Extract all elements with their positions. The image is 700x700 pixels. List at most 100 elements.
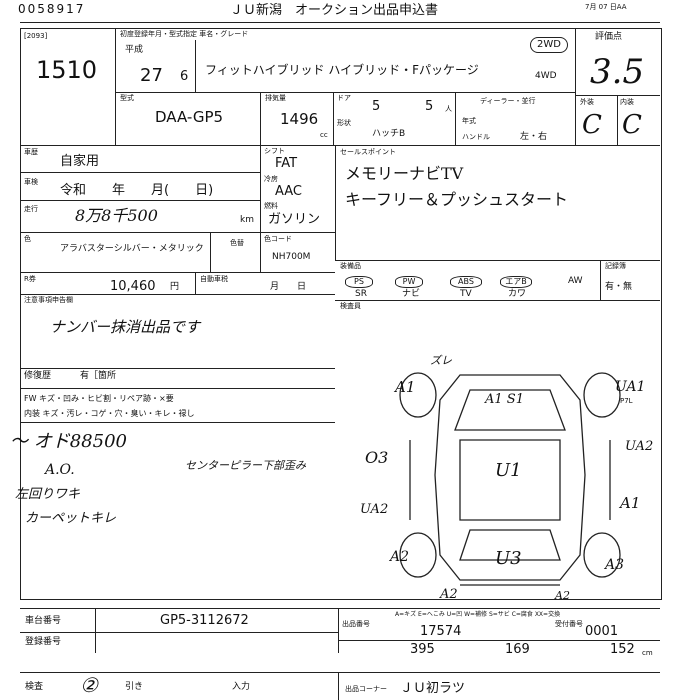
- eq-tv: TV: [460, 289, 472, 299]
- model-label: 型式: [120, 94, 134, 102]
- entry-code: [2093]: [24, 32, 48, 40]
- dim-width: 169: [505, 642, 530, 657]
- dmg-a3: A3: [605, 557, 625, 573]
- handle-label: ハンドル: [462, 133, 490, 141]
- dmg-a1-left: A1: [395, 378, 416, 396]
- ac-value: AAC: [275, 184, 302, 199]
- shift-label: シフト: [264, 147, 285, 155]
- damage-legend: A=キズ E=へこみ U=凹 W=補修 S=サビ C=腐食 XX=交換: [395, 611, 561, 618]
- eq-ps: PS: [345, 276, 373, 288]
- dim-unit: cm: [642, 649, 653, 657]
- form-title: ＪＵ新潟 オークション出品申込書: [230, 3, 439, 18]
- usage-value: 自家用: [60, 154, 100, 169]
- color-value: アラバスターシルバー・メタリック: [60, 244, 204, 254]
- inspection-label: 車検: [24, 178, 38, 186]
- color-code-label: 色コード: [264, 235, 292, 243]
- check-value: ②: [80, 673, 98, 697]
- reg-month: 6: [180, 69, 189, 84]
- color-sub-label: 色替: [230, 239, 244, 247]
- date-text: 7月 07 日AA: [585, 3, 627, 11]
- seats-unit: 人: [445, 105, 452, 113]
- color-label: 色: [24, 235, 31, 243]
- record-label: 記録簿: [605, 262, 626, 270]
- fuel-label: 燃料: [264, 202, 278, 210]
- eq-sr: SR: [355, 289, 367, 299]
- eq-airbag: エアB: [500, 276, 532, 288]
- receipt-value: 0001: [585, 624, 619, 639]
- repair-label: 修復歴: [24, 371, 52, 381]
- inspector-items-2: 内装 キズ・汚レ・コゲ・穴・臭い・キレ・禄し: [24, 409, 195, 418]
- sales-points-label: セールスポイント: [340, 148, 396, 156]
- note-odo: ～ オド88500: [10, 431, 127, 452]
- reg-year: 27: [140, 65, 163, 86]
- form-frame: [20, 28, 662, 600]
- doors-value: 5: [372, 99, 381, 114]
- ext-label: 外装: [580, 98, 594, 106]
- eq-abs: ABS: [450, 276, 482, 288]
- int-label: 内装: [620, 98, 634, 106]
- corner-label: 出品コーナー: [345, 685, 387, 693]
- tax-label: 自動車税: [200, 275, 228, 283]
- chassis-value: GP5-3112672: [160, 613, 249, 628]
- score-value: 3.5: [590, 52, 645, 92]
- score-label: 評価点: [595, 32, 623, 42]
- model-value: DAA-GP5: [155, 108, 224, 126]
- tax-value: 月 日: [270, 282, 307, 292]
- dmg-a2-bottom: A2: [440, 587, 458, 602]
- record-value: 有・無: [605, 282, 633, 292]
- dmg-ua2-left: UA2: [360, 502, 389, 517]
- doc-number: 0058917: [18, 2, 86, 16]
- equipment-label: 装備品: [340, 262, 361, 270]
- recycle-value: 10,460: [110, 279, 156, 294]
- entry-label: 入力: [232, 682, 251, 692]
- notes-label: 注意事項申告欄: [24, 296, 73, 304]
- pull-label: 引き: [125, 682, 144, 692]
- recycle-unit: 円: [170, 282, 180, 292]
- shape-label: 形状: [337, 119, 351, 127]
- dealer-label: ディーラー・並行: [480, 97, 536, 105]
- check-label: 検査: [25, 682, 44, 692]
- eq-navi: ナビ: [402, 289, 421, 299]
- drive-2wd: 2WD: [530, 37, 568, 53]
- notes-handwritten: ナンバー抹消出品です: [50, 318, 201, 336]
- era: 平成: [125, 45, 144, 55]
- sales-point-2: キーフリー＆プッシュスタート: [345, 190, 569, 209]
- entry-number: 1510: [36, 56, 98, 84]
- eq-aw: AW: [568, 276, 583, 286]
- dmg-ua1: UA1: [615, 379, 646, 395]
- displacement-label: 排気量: [265, 94, 286, 102]
- lot-value: 17574: [420, 624, 462, 639]
- dmg-o3: O3: [365, 448, 389, 467]
- lot-label: 出品番号: [342, 620, 370, 628]
- repair-value: 有［箇所: [80, 371, 117, 381]
- eq-leather: カワ: [508, 289, 527, 299]
- displacement-unit: cc: [320, 131, 328, 139]
- shape-value: ハッチB: [372, 129, 406, 139]
- dmg-ua2-right: UA2: [625, 439, 654, 454]
- dmg-p7l: P7L: [620, 397, 633, 405]
- dmg-u3: U3: [495, 548, 522, 569]
- dmg-top: ズレ: [430, 354, 452, 367]
- chassis-label: 車台番号: [25, 616, 62, 626]
- doors-label: ドア: [337, 94, 351, 102]
- eq-pw: PW: [395, 276, 423, 288]
- year-label: 年式: [462, 117, 476, 125]
- car-diagram: [399, 372, 621, 586]
- note-ao: A.O.: [45, 462, 75, 478]
- usage-label: 車歴: [24, 148, 38, 156]
- ac-label: 冷房: [264, 175, 278, 183]
- note-carpet: カーペットキレ: [25, 511, 117, 526]
- reg-label: 登録番号: [25, 637, 62, 647]
- int-grade: C: [622, 110, 642, 140]
- inspector-label: 検査員: [340, 302, 361, 310]
- ext-grade: C: [582, 110, 602, 140]
- note-left: 左回りワキ: [15, 487, 81, 502]
- handle-options: 左・右: [520, 132, 548, 142]
- inspection-value: 令和 年 月( 日): [60, 183, 214, 198]
- dmg-a1s1: A1 S1: [485, 392, 524, 407]
- registration-label: 初度登録年月・型式指定 車名・グレード: [120, 30, 249, 38]
- fuel-value: ガソリン: [268, 212, 321, 227]
- inspector-items-1: FW キズ・凹み・ヒビ割・リペア跡・×要: [24, 394, 174, 403]
- recycle-label: R券: [24, 275, 36, 283]
- note-pillar: センターピラー下部歪み: [185, 459, 306, 472]
